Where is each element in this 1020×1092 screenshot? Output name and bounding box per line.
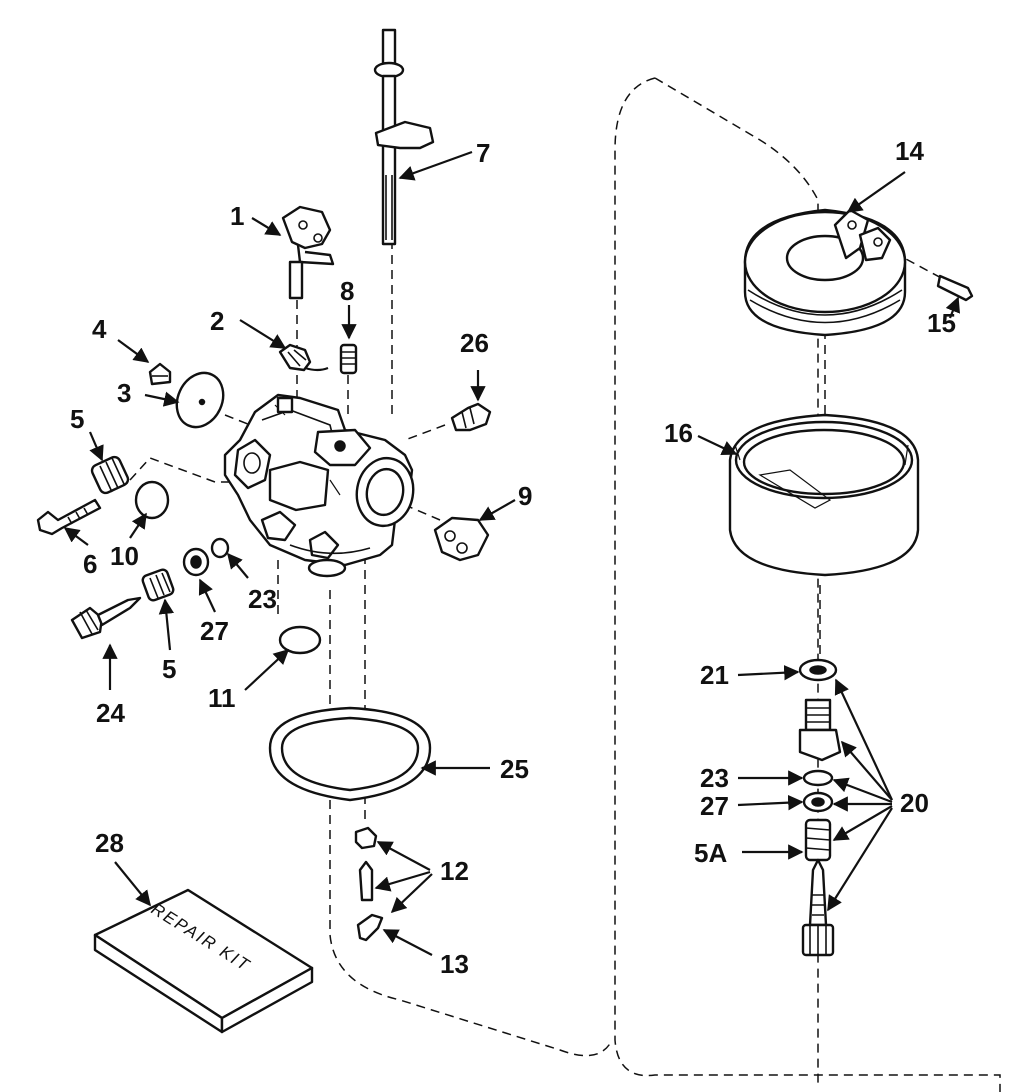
throttle-plate bbox=[175, 371, 225, 429]
leader-5b bbox=[158, 598, 175, 651]
callout-24: 24 bbox=[96, 698, 125, 728]
callout-27-left: 27 bbox=[200, 616, 229, 646]
idle-mixture-screw bbox=[36, 498, 102, 536]
leader-20b bbox=[840, 740, 893, 801]
callout-4: 4 bbox=[92, 314, 107, 344]
callout-1: 1 bbox=[230, 201, 244, 231]
main-mixture-spring bbox=[141, 568, 175, 602]
leader-1 bbox=[251, 217, 282, 236]
leader-27a bbox=[198, 578, 216, 613]
bowl-nut bbox=[798, 698, 842, 762]
leader-14 bbox=[846, 171, 906, 213]
leader-15 bbox=[945, 296, 961, 319]
leader-23a bbox=[227, 552, 249, 579]
callout-5A: 5A bbox=[694, 838, 727, 868]
leader-13 bbox=[382, 929, 433, 956]
callout-14: 14 bbox=[895, 136, 924, 166]
bowl-nut-washer bbox=[798, 658, 838, 682]
bowl-o-ring bbox=[802, 769, 834, 787]
leader-28 bbox=[114, 861, 151, 907]
callout-2: 2 bbox=[210, 306, 224, 336]
main-adjustment-needle bbox=[70, 596, 142, 640]
callout-5-lower: 5 bbox=[162, 654, 176, 684]
bowl-gasket bbox=[268, 706, 432, 802]
callout-8: 8 bbox=[340, 276, 354, 306]
alignment-line-plate bbox=[224, 414, 259, 429]
leader-10 bbox=[129, 512, 147, 539]
repair-kit-box bbox=[93, 888, 314, 1034]
callout-10: 10 bbox=[110, 541, 139, 571]
leader-3 bbox=[144, 391, 180, 407]
leader-5a bbox=[88, 431, 104, 462]
callout-20: 20 bbox=[900, 788, 929, 818]
leader-20e bbox=[832, 805, 893, 841]
alignment-line-gasket9 bbox=[404, 504, 441, 521]
throttle-shaft bbox=[373, 28, 435, 246]
callout-28: 28 bbox=[95, 828, 124, 858]
leader-20a bbox=[834, 678, 893, 801]
leader-12a bbox=[376, 841, 431, 871]
callout-25: 25 bbox=[500, 754, 529, 784]
leader-12c bbox=[390, 873, 433, 914]
leader-12b bbox=[374, 870, 431, 892]
o-ring-washer bbox=[210, 537, 230, 559]
float-hinge-pin bbox=[936, 274, 974, 302]
alignment-line-fitting bbox=[404, 424, 446, 441]
bowl-grommet bbox=[802, 791, 834, 813]
leader-6 bbox=[63, 527, 89, 546]
choke-lever bbox=[281, 205, 335, 300]
callout-13: 13 bbox=[440, 949, 469, 979]
throttle-plate-screw bbox=[148, 362, 172, 386]
fuel-inlet-fitting bbox=[450, 402, 492, 432]
bowl-group-boundary-left bbox=[329, 590, 613, 1057]
bowl-spring bbox=[804, 818, 832, 862]
callout-21: 21 bbox=[700, 660, 729, 690]
callout-5-upper: 5 bbox=[70, 404, 84, 434]
throttle-spring bbox=[278, 343, 329, 372]
alignment-line-hinge bbox=[879, 244, 946, 281]
carburetor-body bbox=[223, 393, 415, 578]
callout-12: 12 bbox=[440, 856, 469, 886]
inlet-gasket bbox=[433, 516, 490, 562]
alignment-line-bowl bbox=[819, 330, 826, 655]
callout-15: 15 bbox=[927, 308, 956, 338]
bowl-group-boundary bbox=[614, 77, 1001, 1092]
float-bowl bbox=[728, 413, 920, 577]
callout-23-left: 23 bbox=[248, 584, 277, 614]
leader-7 bbox=[398, 150, 473, 181]
leader-9 bbox=[478, 499, 516, 521]
packing-grommet bbox=[182, 547, 210, 577]
callout-23-right: 23 bbox=[700, 763, 729, 793]
needle-clip bbox=[356, 913, 384, 942]
leader-16 bbox=[697, 435, 738, 456]
welch-plug-11 bbox=[278, 625, 322, 655]
leader-27b bbox=[737, 794, 804, 811]
welch-plug-10 bbox=[134, 480, 170, 520]
idle-mixture-spring bbox=[90, 455, 130, 495]
callout-6: 6 bbox=[83, 549, 97, 579]
callout-16: 16 bbox=[664, 418, 693, 448]
callout-27-right: 27 bbox=[700, 791, 729, 821]
callout-11: 11 bbox=[208, 683, 236, 713]
callout-26: 26 bbox=[460, 328, 489, 358]
leader-20f bbox=[827, 807, 893, 912]
alignment-line-side bbox=[129, 457, 240, 483]
float bbox=[743, 208, 907, 337]
leader-4 bbox=[117, 339, 150, 363]
leader-20c bbox=[832, 777, 893, 804]
callout-3: 3 bbox=[117, 378, 131, 408]
leader-2 bbox=[239, 319, 287, 349]
leader-21 bbox=[737, 665, 800, 681]
callout-7: 7 bbox=[476, 138, 490, 168]
callout-9: 9 bbox=[518, 481, 532, 511]
idle-spring bbox=[339, 343, 358, 375]
bowl-adjust-needle bbox=[801, 858, 835, 957]
inlet-needle-seat bbox=[354, 826, 378, 902]
leader-11 bbox=[244, 648, 290, 691]
